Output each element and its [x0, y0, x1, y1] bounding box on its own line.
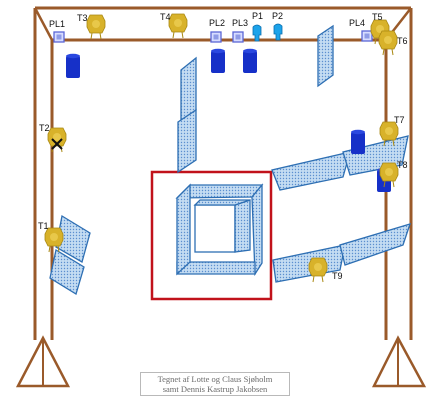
panel-right-mid-a [271, 151, 351, 191]
credits-line-2: samt Dennis Kastrup Jakobsen [162, 384, 268, 394]
frame-right-face [251, 183, 263, 277]
t2-cross-mark [51, 138, 63, 150]
frame-inner-top [193, 199, 251, 206]
label-p1: P1 [252, 11, 263, 21]
frame-left-face [176, 183, 191, 276]
label-t3: T3 [77, 13, 88, 23]
t3-lamp-icon [86, 14, 106, 40]
truss-corner-left [33, 7, 54, 41]
frame-inner-side [234, 199, 251, 253]
label-t9: T9 [332, 271, 343, 281]
label-pl1: PL1 [49, 19, 65, 29]
drum-icon [211, 48, 225, 73]
t6-lamp-icon [378, 30, 398, 56]
label-pl4: PL4 [349, 18, 365, 28]
credits-caption: Tegnet af Lotte og Claus Sjøholm samt De… [140, 372, 290, 396]
frame-inner-front [194, 204, 236, 253]
panel-left-b [49, 248, 85, 295]
p2-profile-icon [273, 23, 283, 41]
label-pl3: PL3 [232, 18, 248, 28]
label-p2: P2 [272, 11, 283, 21]
pl2-box-icon [210, 31, 222, 43]
drum-icon [351, 129, 365, 154]
pl4-box-icon [361, 30, 373, 42]
label-t1: T1 [38, 221, 49, 231]
t9-lamp-icon [308, 257, 328, 283]
panel-right-top-small [317, 24, 334, 88]
label-t7: T7 [394, 115, 405, 125]
credits-line-1: Tegnet af Lotte og Claus Sjøholm [157, 374, 273, 384]
label-t4: T4 [160, 12, 171, 22]
panel-upper-b [177, 108, 197, 174]
label-t8: T8 [397, 160, 408, 170]
pl3-box-icon [232, 31, 244, 43]
label-t6: T6 [397, 36, 408, 46]
fixture-labels: PL1 T3 T4 PL2 PL3 P1 P2 PL4 T5 T6 T2 T7 … [38, 11, 408, 281]
screen-panels [49, 24, 412, 295]
pl1-box-icon [53, 31, 65, 43]
label-t2: T2 [39, 123, 50, 133]
t4-lamp-icon [168, 13, 188, 39]
center-square-frame [175, 183, 264, 277]
label-pl2: PL2 [209, 18, 225, 28]
drum-icon [66, 53, 80, 78]
panel-right-low-b [339, 223, 412, 266]
label-t5: T5 [372, 12, 383, 22]
drum-icon [243, 48, 257, 73]
stage-center-box [150, 170, 273, 301]
